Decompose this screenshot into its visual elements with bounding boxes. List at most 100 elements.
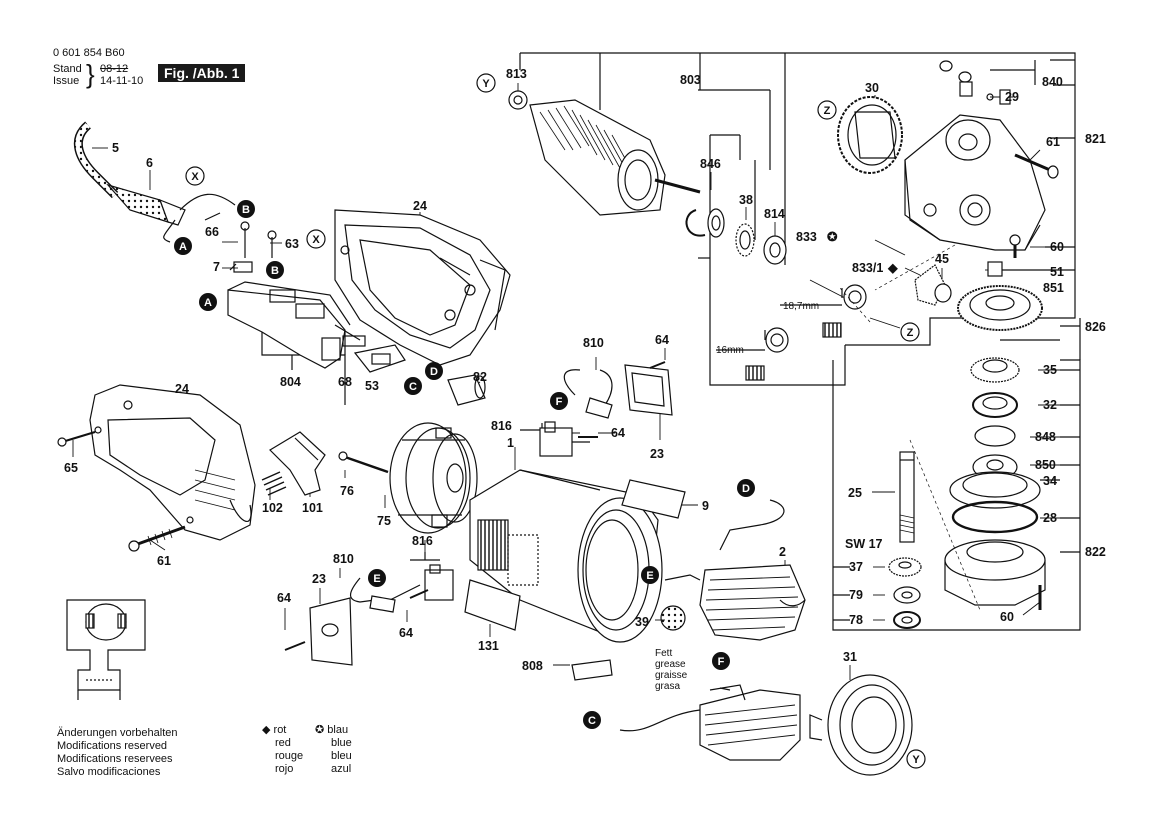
pinion-45 xyxy=(914,264,952,306)
power-cord xyxy=(73,121,236,243)
screw-61-left xyxy=(128,525,186,552)
svg-text:Y: Y xyxy=(482,78,490,90)
connector-a-lower: A xyxy=(199,293,217,311)
part-32: 32 xyxy=(1043,398,1057,412)
part-37: 37 xyxy=(849,560,863,574)
part-5: 5 xyxy=(112,141,119,155)
ring-gear-851 xyxy=(957,285,1043,331)
part-814: 814 xyxy=(764,207,785,221)
part-29: 29 xyxy=(1005,90,1019,104)
diamond-icon-833-1: ◆ xyxy=(887,261,899,275)
handle-half-bottom xyxy=(89,384,256,541)
connector-f-lower: F xyxy=(712,652,730,670)
needle-bearing-38 xyxy=(735,223,755,257)
screw-65 xyxy=(57,430,96,447)
part-816-bottom: 816 xyxy=(412,534,433,548)
svg-text:D: D xyxy=(742,483,750,495)
part-1: 1 xyxy=(507,436,514,450)
switch-lever-101 xyxy=(269,431,326,496)
bearing-833 xyxy=(716,327,789,381)
part-840: 840 xyxy=(1042,75,1063,89)
part-65: 65 xyxy=(64,461,78,475)
part-7: 7 xyxy=(213,260,220,274)
note-es: Salvo modificaciones xyxy=(57,766,161,778)
note-fr: Modifications reservees xyxy=(57,753,173,765)
part-39: 39 xyxy=(635,615,649,629)
brace: } xyxy=(86,59,95,89)
diamond-icon: ◆ xyxy=(262,724,271,736)
part-66: 66 xyxy=(205,225,219,239)
wires xyxy=(204,212,785,732)
svg-text:E: E xyxy=(646,570,653,582)
part-76: 76 xyxy=(340,484,354,498)
bearing-plate-846 xyxy=(707,208,725,238)
connector-c-lower: C xyxy=(583,711,601,729)
screw-61-right xyxy=(1014,153,1059,179)
brush-holder-lower xyxy=(369,564,454,613)
svg-text:A: A xyxy=(204,297,212,309)
connector-e-left: E xyxy=(368,569,386,587)
connector-y-lower: Y xyxy=(906,749,926,769)
doc-number: 0 601 854 B60 xyxy=(53,47,125,59)
part-821: 821 xyxy=(1085,132,1106,146)
grease-39 xyxy=(660,605,686,631)
svg-text:C: C xyxy=(588,715,596,727)
part-848: 848 xyxy=(1035,430,1056,444)
part-45: 45 xyxy=(935,252,949,266)
part-846: 846 xyxy=(700,157,721,171)
part-60-upper: 60 xyxy=(1050,240,1064,254)
circlip-848 xyxy=(974,425,1016,447)
part-813: 813 xyxy=(506,67,527,81)
star-icon-833: ✪ xyxy=(827,230,838,244)
part-38: 38 xyxy=(739,193,753,207)
stand-label: Stand xyxy=(53,63,82,75)
part-28: 28 xyxy=(1043,511,1057,525)
part-2: 2 xyxy=(779,545,786,559)
legend-red: ◆ rot red rouge rojo xyxy=(262,724,304,775)
svg-text:B: B xyxy=(271,265,279,277)
cord-clamp xyxy=(229,221,277,273)
part-101: 101 xyxy=(302,501,323,515)
part-816-top: 816 xyxy=(491,419,512,433)
svg-text:X: X xyxy=(312,234,320,246)
spring-102 xyxy=(261,471,287,496)
svg-text:F: F xyxy=(718,656,725,668)
part-53: 53 xyxy=(365,379,379,393)
part-810-bottom: 810 xyxy=(333,552,354,566)
flange-nut-37 xyxy=(888,557,922,577)
issue-date: 14-11-10 xyxy=(100,75,144,87)
part-51: 51 xyxy=(1050,265,1064,279)
note-de: Änderungen vorbehalten xyxy=(57,727,178,739)
screw-64-group xyxy=(284,361,666,651)
part-64-middle: 64 xyxy=(611,426,625,440)
svg-text:Y: Y xyxy=(912,754,920,766)
part-30: 30 xyxy=(865,81,879,95)
part-23-top: 23 xyxy=(650,447,664,461)
switch-assembly xyxy=(227,281,406,373)
part-68: 68 xyxy=(338,375,352,389)
part-61-left: 61 xyxy=(157,554,171,568)
gear-housing-821 xyxy=(904,114,1046,251)
armature xyxy=(508,90,701,216)
circlip-846 xyxy=(685,209,706,237)
part-79: 79 xyxy=(849,588,863,602)
screw-60-upper xyxy=(1009,234,1021,258)
part-24-bottom: 24 xyxy=(175,382,189,396)
part-61-right: 61 xyxy=(1046,135,1060,149)
wiring-schematic xyxy=(66,599,146,700)
connector-d-upper: D xyxy=(425,362,443,380)
switch-bracket-lower xyxy=(410,552,440,561)
part-24-top: 24 xyxy=(413,199,427,213)
bearing-833-1 xyxy=(780,284,867,338)
part-822: 822 xyxy=(1085,545,1106,559)
part-35: 35 xyxy=(1043,363,1057,377)
brush-holder-upper xyxy=(539,397,613,457)
connector-x-lower: X xyxy=(306,229,326,249)
part-64-bottom: 64 xyxy=(399,626,413,640)
armature-bracket xyxy=(519,52,786,265)
part-833-1: 833/1 xyxy=(852,261,883,275)
part-31: 31 xyxy=(843,650,857,664)
svg-text:X: X xyxy=(191,171,199,183)
label-plate-131 xyxy=(464,579,521,631)
